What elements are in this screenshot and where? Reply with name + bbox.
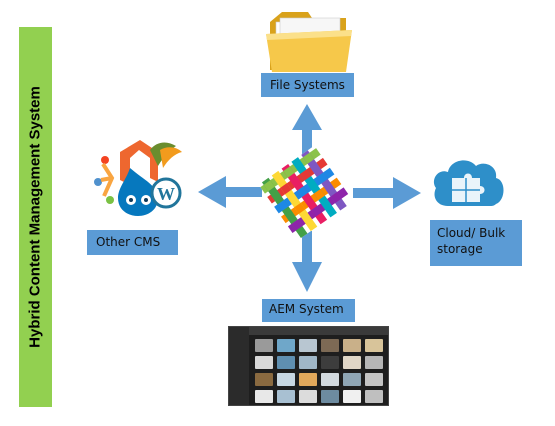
aem-topbar xyxy=(249,327,388,335)
aem-thumbnail xyxy=(299,390,317,403)
cloud-puzzle-icon xyxy=(433,160,504,206)
arrow-left xyxy=(198,176,262,208)
aem-thumbnail xyxy=(299,339,317,352)
aem-thumbnail xyxy=(255,356,273,369)
aem-thumbnail xyxy=(299,373,317,386)
folder-icon xyxy=(266,12,352,72)
aem-thumbnail xyxy=(255,339,273,352)
aem-thumbnail-grid xyxy=(255,339,383,403)
aem-thumbnail xyxy=(255,373,273,386)
aem-thumbnail xyxy=(343,339,361,352)
other-cms-label-text: Other CMS xyxy=(96,235,161,249)
cms-logos-icon: W xyxy=(94,140,182,216)
aem-thumbnail xyxy=(321,390,339,403)
aem-system-label: AEM System xyxy=(262,299,355,322)
aem-screenshot xyxy=(228,326,389,406)
aem-thumbnail xyxy=(365,356,383,369)
sidebar-banner xyxy=(19,27,52,407)
aem-system-label-text: AEM System xyxy=(269,302,344,316)
other-cms-label: Other CMS xyxy=(87,230,178,255)
aem-thumbnail xyxy=(321,373,339,386)
arrow-right xyxy=(353,177,421,209)
aem-thumbnail xyxy=(365,339,383,352)
aem-thumbnail xyxy=(277,356,295,369)
cloud-storage-label: Cloud/ Bulk storage xyxy=(430,220,522,266)
file-systems-label: File Systems xyxy=(261,73,354,97)
aem-thumbnail xyxy=(277,339,295,352)
woven-hub-logo-icon xyxy=(259,146,353,240)
aem-thumbnail xyxy=(277,390,295,403)
aem-thumbnail xyxy=(343,390,361,403)
svg-text:W: W xyxy=(157,184,175,204)
arrow-down xyxy=(292,231,322,292)
aem-thumbnail xyxy=(321,356,339,369)
cloud-label-line1: Cloud/ Bulk xyxy=(437,226,506,240)
aem-thumbnail xyxy=(343,373,361,386)
aem-thumbnail xyxy=(321,339,339,352)
aem-sidebar xyxy=(229,327,249,405)
cloud-label-line2: storage xyxy=(437,242,483,256)
aem-thumbnail xyxy=(365,390,383,403)
arrow-up xyxy=(292,104,322,154)
aem-thumbnail xyxy=(255,390,273,403)
aem-thumbnail xyxy=(343,356,361,369)
aem-thumbnail xyxy=(365,373,383,386)
aem-thumbnail xyxy=(277,373,295,386)
aem-thumbnail xyxy=(299,356,317,369)
file-systems-label-text: File Systems xyxy=(270,78,345,92)
